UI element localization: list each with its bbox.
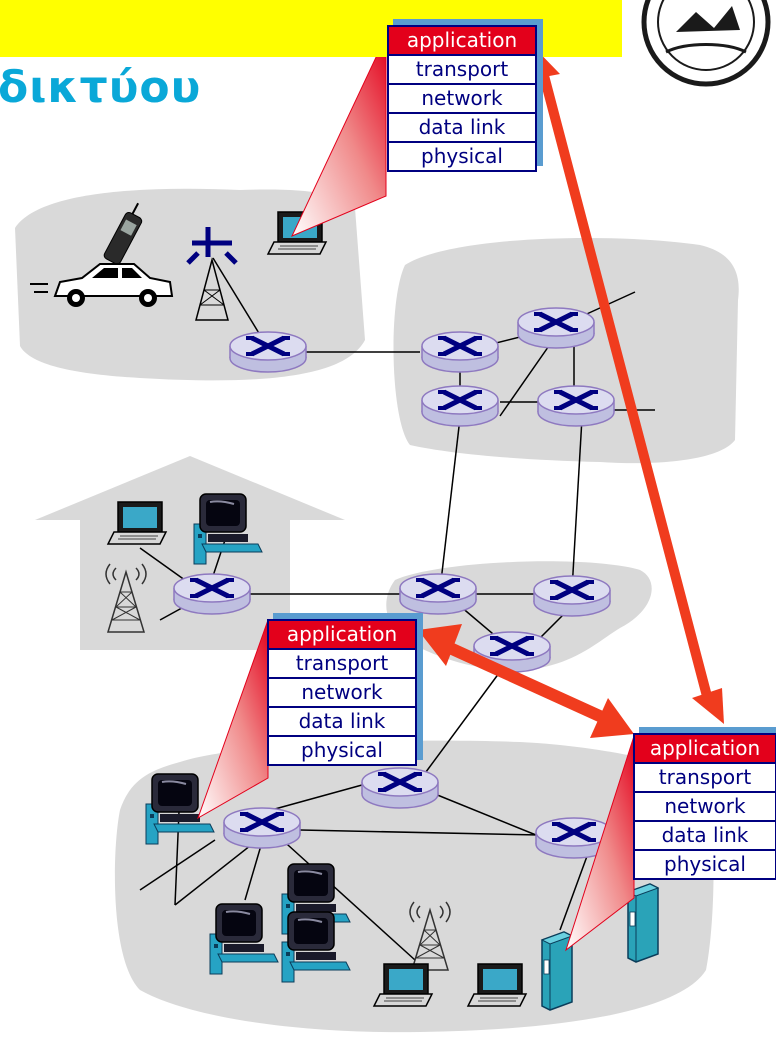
- router-icon: [422, 332, 498, 372]
- layer-data-link: data link: [269, 708, 415, 737]
- router-icon: [538, 386, 614, 426]
- protocol-stack: application transport network data link …: [267, 619, 417, 766]
- router-icon: [230, 332, 306, 372]
- protocol-stack: application transport network data link …: [633, 733, 776, 880]
- mobile-phone-icon: [103, 202, 143, 265]
- layer-application: application: [389, 27, 535, 56]
- layer-transport: transport: [389, 56, 535, 85]
- layer-application: application: [635, 735, 775, 764]
- layer-application: application: [269, 621, 415, 650]
- router-icon: [224, 808, 300, 848]
- router-icon: [400, 574, 476, 614]
- cell-tower-icon: [186, 227, 238, 321]
- router-icon: [422, 386, 498, 426]
- layer-network: network: [389, 85, 535, 114]
- university-seal-icon: [641, 0, 771, 87]
- router-icon: [362, 768, 438, 808]
- car-icon: [30, 263, 174, 307]
- layer-data-link: data link: [635, 822, 775, 851]
- callout-top: [290, 35, 387, 237]
- layer-network: network: [269, 679, 415, 708]
- router-icon: [174, 574, 250, 614]
- router-icon: [518, 308, 594, 348]
- layer-data-link: data link: [389, 114, 535, 143]
- layer-physical: physical: [421, 144, 503, 168]
- layer-transport: transport: [269, 650, 415, 679]
- layer-network: network: [635, 793, 775, 822]
- layer-transport: transport: [635, 764, 775, 793]
- arrow-middle-to-bottom-right: [418, 624, 634, 738]
- layer-physical: physical: [664, 852, 746, 876]
- region-home: [35, 456, 345, 650]
- protocol-stack: application transport network data link …: [387, 25, 537, 172]
- page-title: δικτύου: [0, 62, 202, 113]
- layer-physical: physical: [301, 738, 383, 762]
- router-icon: [534, 576, 610, 616]
